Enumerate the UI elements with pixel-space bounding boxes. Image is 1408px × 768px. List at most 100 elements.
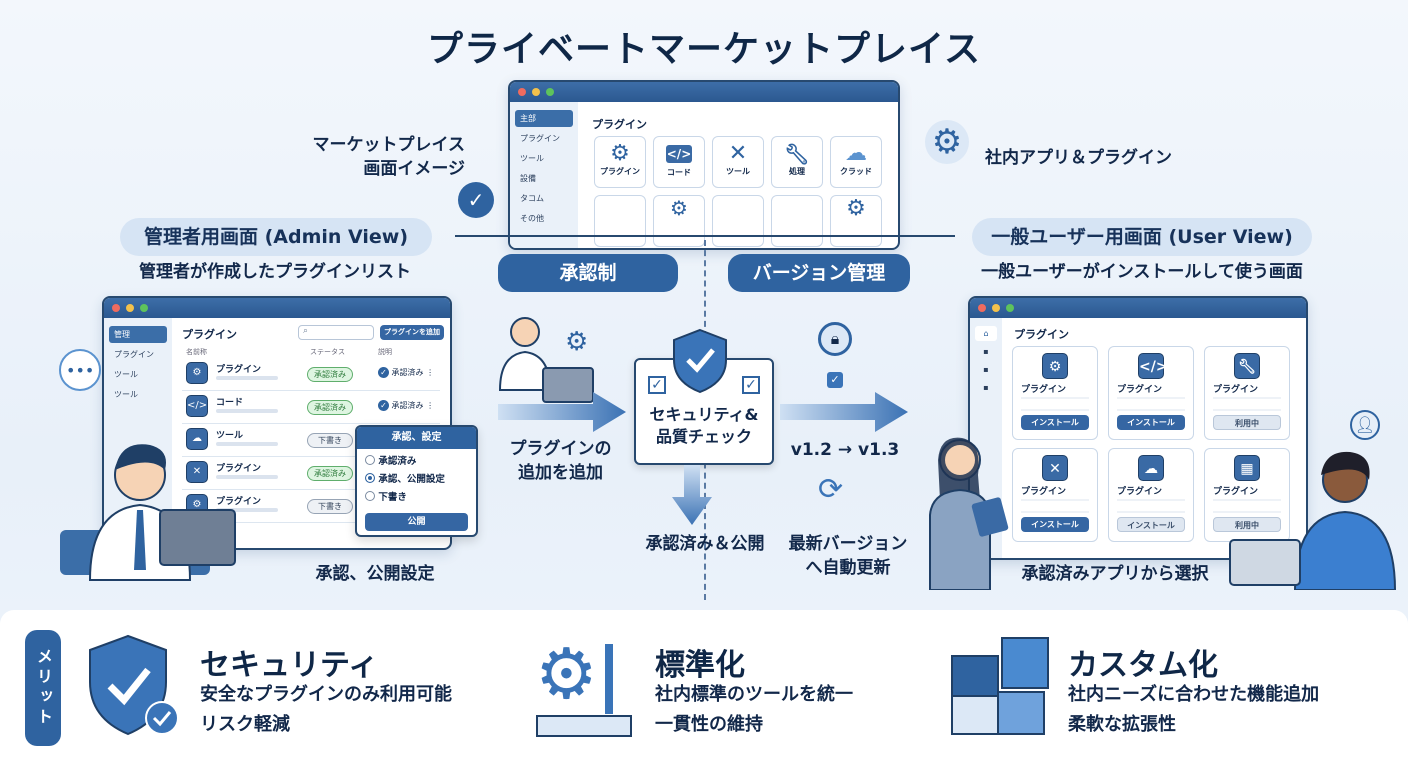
svg-text:⚙: ⚙ <box>535 634 598 715</box>
card-action-button[interactable]: 利用中 <box>1213 517 1281 532</box>
card-action-button[interactable]: インストール <box>1117 517 1185 532</box>
status-badge: 承認済み <box>307 466 353 481</box>
security-shield-icon <box>89 634 179 736</box>
plugin-icon: ✕ <box>186 461 208 483</box>
radio-option[interactable]: 承認、公開設定 <box>365 471 468 489</box>
merits-panel: メリット セキュリティ 安全なプラグインのみ利用可能 リスク軽減 ⚙ 標準化 社… <box>0 610 1408 768</box>
user-man-illustration <box>1229 451 1397 590</box>
card-title: プラグイン <box>1117 385 1163 395</box>
sidebar-item[interactable]: 設備 <box>520 174 536 183</box>
section-heading: プラグイン <box>592 118 647 131</box>
tile-cloud[interactable]: ☁クラッド <box>830 136 882 188</box>
placeholder-bar <box>216 508 278 512</box>
tile-tools[interactable]: ✕ツール <box>712 136 764 188</box>
plugin-card[interactable]: ☁ プラグイン インストール <box>1108 448 1194 542</box>
merits-label: メリット <box>25 630 61 746</box>
merit-title: カスタム化 <box>1068 648 1218 683</box>
sidebar-item[interactable]: プラグイン <box>520 134 560 143</box>
card-action-button[interactable]: インストール <box>1117 415 1185 430</box>
sidebar-item[interactable]: 管理 <box>109 326 167 343</box>
card-description <box>1021 499 1089 513</box>
sidebar-item[interactable]: プラグイン <box>114 350 154 359</box>
internal-apps-caption: 社内アプリ＆プラグイン <box>985 148 1172 168</box>
arrow-right-icon <box>780 392 908 432</box>
checkbox-icon: ✓ <box>648 376 666 394</box>
merit-line: 一貫性の維持 <box>655 714 763 735</box>
table-row[interactable]: ⚙ プラグイン 下書き <box>182 490 440 523</box>
radio-button[interactable] <box>365 491 375 501</box>
card-description <box>1021 397 1089 411</box>
merit-line: リスク軽減 <box>200 714 290 735</box>
shield-check-icon <box>673 328 727 394</box>
user-caption: 承認済みアプリから選択 <box>1021 564 1209 584</box>
status-badge: 下書き <box>307 499 353 514</box>
plugin-card[interactable]: ✕ プラグイン インストール <box>1012 448 1098 542</box>
plugin-icon: ✕ <box>1042 455 1068 481</box>
row-name: ツール <box>216 431 244 441</box>
sidebar-item[interactable]: ツール <box>114 390 138 399</box>
plugin-card[interactable]: 🔧︎ プラグイン 利用中 <box>1204 346 1290 440</box>
card-title: プラグイン <box>1021 385 1067 395</box>
sidebar-item[interactable]: その他 <box>520 214 544 223</box>
card-action-button[interactable]: 利用中 <box>1213 415 1281 430</box>
radio-option[interactable]: 下書き <box>365 489 468 507</box>
status-badge: 下書き <box>307 433 353 448</box>
tile-code[interactable]: </>コード <box>653 136 705 188</box>
plugin-icon: ▦ <box>1234 455 1260 481</box>
card-description <box>1117 499 1185 513</box>
merit-line: 社内標準のツールを統一 <box>655 684 853 705</box>
nav-icon[interactable]: ▪ <box>983 365 989 374</box>
merit-line: 安全なプラグインのみ利用可能 <box>200 684 452 705</box>
tile[interactable] <box>771 195 823 247</box>
sidebar-item[interactable]: タコム <box>520 194 544 203</box>
tile-process[interactable]: 🔧︎処理 <box>771 136 823 188</box>
plugin-card[interactable]: </> プラグイン インストール <box>1108 346 1194 440</box>
card-title: プラグイン <box>1213 385 1259 395</box>
admin-view-pill: 管理者用画面 (Admin View) <box>120 218 432 256</box>
table-row[interactable]: ☁ ツール 下書き <box>182 424 440 457</box>
customization-puzzle-icon <box>951 637 1049 735</box>
plugin-icon: ⚙ <box>1042 353 1068 379</box>
home-icon[interactable]: ⌂ <box>975 326 997 341</box>
merit-title: 標準化 <box>655 648 745 683</box>
sidebar-item[interactable]: ツール <box>114 370 138 379</box>
radio-option[interactable]: 承認済み <box>365 453 468 471</box>
card-description <box>1213 397 1281 411</box>
plugin-icon: ☁ <box>1138 455 1164 481</box>
nav-icon[interactable]: ▪ <box>983 383 989 392</box>
nav-icon[interactable]: ▪ <box>983 347 989 356</box>
wrench-icon: 🔧︎ <box>784 142 810 166</box>
tile[interactable]: ⚙ <box>653 195 705 247</box>
svg-text:•••: ••• <box>66 361 94 380</box>
card-action-button[interactable]: インストール <box>1021 517 1089 532</box>
sidebar-item[interactable]: 主部 <box>515 110 573 127</box>
plugin-card[interactable]: ▦ プラグイン 利用中 <box>1204 448 1290 542</box>
search-input[interactable]: ⌕ <box>298 325 374 340</box>
table-row[interactable]: </> コード 承認済み✓ 承認済み ⋮ <box>182 391 440 424</box>
tools-icon: ✕ <box>728 141 748 166</box>
user-view-pill: 一般ユーザー用画面 (User View) <box>972 218 1312 256</box>
tile[interactable] <box>712 195 764 247</box>
card-title: プラグイン <box>1117 487 1163 497</box>
add-plugin-text: プラグインの 追加を追加 <box>509 439 612 483</box>
radio-button[interactable] <box>365 455 375 465</box>
table-row[interactable]: ⚙ プラグイン 承認済み✓ 承認済み ⋮ <box>182 358 440 391</box>
tile[interactable]: ⚙ <box>830 195 882 247</box>
add-plugin-button[interactable]: プラグインを追加 <box>380 325 444 340</box>
card-action-button[interactable]: インストール <box>1021 415 1089 430</box>
radio-label: 承認済み <box>378 456 417 467</box>
publish-button[interactable]: 公開 <box>365 513 468 531</box>
sidebar-item[interactable]: ツール <box>520 154 544 163</box>
lock-search-icon: 🔒︎ <box>818 322 852 356</box>
plugin-card[interactable]: ⚙ プラグイン インストール <box>1012 346 1098 440</box>
placeholder-bar <box>216 376 278 380</box>
arrow-right-icon <box>498 392 626 432</box>
checklist-icon: ✓ <box>827 372 843 388</box>
radio-button[interactable] <box>365 473 375 483</box>
user-window: ⌂▪▪▪ プラグイン ⚙ プラグイン インストール</> プラグイン インストー… <box>968 296 1308 560</box>
approved-published-text: 承認済み＆公開 <box>645 534 765 554</box>
check-box-label: セキュリティ& 品質チェック <box>649 405 759 446</box>
tile[interactable] <box>594 195 646 247</box>
table-row[interactable]: ✕ プラグイン 承認済み <box>182 457 440 490</box>
tile-plugin[interactable]: ⚙プラグイン <box>594 136 646 188</box>
